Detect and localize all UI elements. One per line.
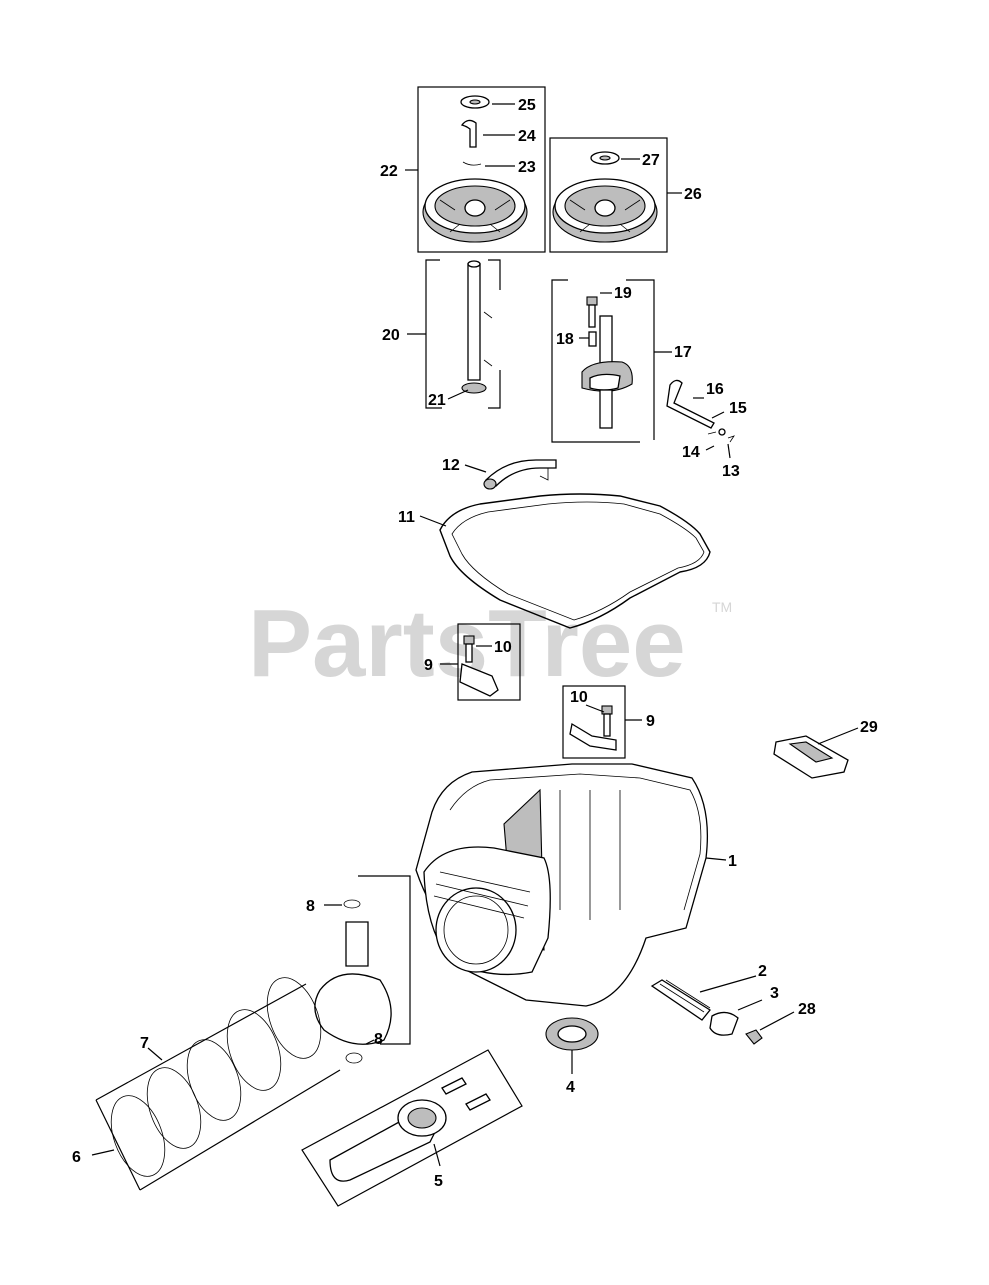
governor-assembly-17	[551, 279, 655, 443]
callout-2: 2	[758, 963, 767, 980]
callout-27: 27	[642, 152, 660, 169]
callout-10-left: 10	[494, 639, 512, 656]
callout-9-right: 9	[646, 713, 655, 730]
breather-tube-12	[483, 459, 557, 490]
callout-10-right: 10	[570, 689, 588, 706]
callout-29: 29	[860, 719, 878, 736]
callout-28: 28	[798, 1001, 816, 1018]
callout-19: 19	[614, 285, 632, 302]
bracket-9-left	[457, 623, 521, 701]
callout-6: 6	[72, 1149, 81, 1166]
callout-20: 20	[382, 327, 400, 344]
callout-8-upper: 8	[306, 898, 315, 915]
callout-labels: 1 2 3 4 5 6 7 8 8 9 9 10 10 11 12 13 14 …	[72, 97, 878, 1190]
callout-15: 15	[729, 400, 747, 417]
cam-gear-26	[549, 137, 668, 253]
callout-23: 23	[518, 159, 536, 176]
gasket-11	[439, 493, 711, 629]
watermark-trademark: TM	[712, 599, 732, 615]
callout-4: 4	[566, 1079, 575, 1096]
oil-seal-4	[545, 1017, 599, 1051]
cam-gear-assembly-22	[417, 86, 546, 253]
piston-ring-set	[95, 875, 411, 1191]
connecting-rod-5	[301, 1049, 523, 1207]
callout-8-lower: 8	[374, 1031, 383, 1048]
callout-14: 14	[682, 444, 700, 461]
callout-18: 18	[556, 331, 574, 348]
callout-1: 1	[728, 853, 737, 870]
callout-26: 26	[684, 186, 702, 203]
callout-12: 12	[442, 457, 460, 474]
callout-24: 24	[518, 128, 536, 145]
callout-16: 16	[706, 381, 724, 398]
callout-11: 11	[398, 509, 415, 526]
governor-lever-parts-13-16	[666, 379, 735, 443]
callout-7: 7	[140, 1035, 149, 1052]
callout-17: 17	[674, 344, 692, 361]
callout-9-left: 9	[424, 657, 433, 674]
balance-bar-29	[773, 735, 849, 779]
oil-filter-parts-2-3-28	[650, 979, 763, 1045]
callout-22: 22	[380, 163, 398, 180]
callout-21: 21	[428, 392, 446, 409]
bracket-9-right	[562, 685, 626, 759]
callout-5: 5	[434, 1173, 443, 1190]
governor-shaft-20	[425, 259, 501, 409]
crankcase-1	[415, 763, 709, 1007]
callout-3: 3	[770, 985, 779, 1002]
callout-13: 13	[722, 463, 740, 480]
callout-25: 25	[518, 97, 536, 114]
